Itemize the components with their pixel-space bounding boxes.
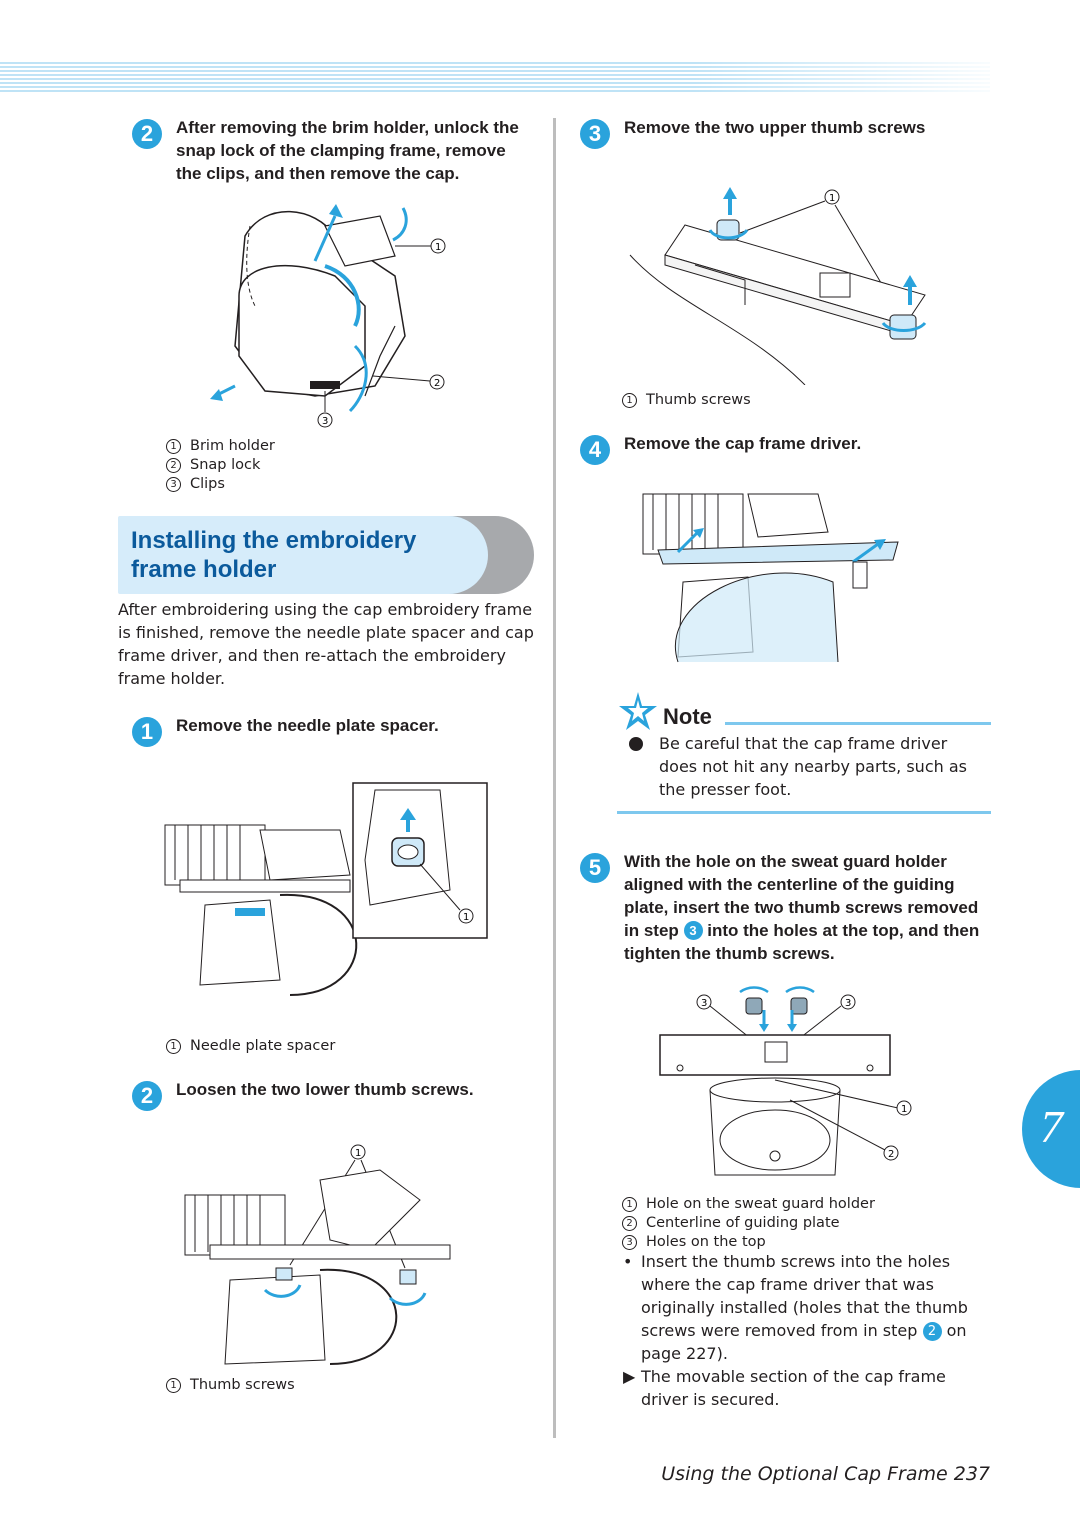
cap-frame-driver-illustration: [642, 493, 899, 663]
step-3: 3 Remove the two upper thumb screws: [580, 116, 990, 149]
step-text: Remove the two upper thumb screws: [624, 118, 926, 137]
note-title: Note: [663, 704, 712, 729]
svg-text:2: 2: [434, 378, 440, 389]
step-number-badge: 5: [580, 853, 610, 883]
svg-text:1: 1: [463, 912, 469, 923]
page-footer: Using the Optional Cap Frame 237: [661, 1463, 990, 1485]
footer-title: Using the Optional Cap Frame: [661, 1463, 948, 1485]
result-arrow-icon: ▶: [623, 1367, 636, 1386]
lower-thumb-screws-illustration: 1: [184, 1144, 451, 1365]
step-5: 5 With the hole on the sweat guard holde…: [580, 850, 990, 965]
note-sparkle-icon: [619, 692, 657, 730]
step-number-badge: 1: [132, 717, 162, 747]
needle-plate-spacer-illustration: 1: [164, 782, 488, 996]
step-number-badge: 2: [132, 1081, 162, 1111]
section-heading: Installing the embroidery frame holder: [118, 516, 534, 594]
column-divider: [553, 118, 556, 1438]
step-5-bullets: • Insert the thumb screws into the holes…: [623, 1250, 993, 1411]
section-title: Installing the embroidery frame holder: [131, 527, 417, 583]
step-reference-badge: 2: [922, 1322, 942, 1341]
step-text: With the hole on the sweat guard holder …: [624, 852, 980, 963]
svg-text:1: 1: [355, 1148, 361, 1159]
step-2: 2 Loosen the two lower thumb screws.: [132, 1078, 532, 1111]
note-box: Note Be careful that the cap frame drive…: [617, 690, 991, 816]
step-reference-badge: 3: [683, 921, 703, 940]
step-remove-cap: 2 After removing the brim holder, unlock…: [132, 116, 532, 185]
page-number: 237: [953, 1463, 990, 1485]
step-number-badge: 2: [132, 119, 162, 149]
step-number-badge: 4: [580, 435, 610, 465]
svg-text:2: 2: [888, 1149, 894, 1160]
sweat-guard-alignment-illustration: 3 3 1 2: [659, 986, 912, 1176]
result-item: ▶ The movable section of the cap frame d…: [623, 1367, 946, 1409]
upper-thumb-screws-illustration: 1: [629, 187, 927, 385]
step-text: After removing the brim holder, unlock t…: [176, 118, 519, 183]
note-bullet: Be careful that the cap frame driver doe…: [629, 732, 989, 801]
chapter-tab: 7: [1022, 1070, 1080, 1188]
svg-text:3: 3: [322, 416, 328, 427]
svg-text:1: 1: [901, 1104, 907, 1115]
step-text: Loosen the two lower thumb screws.: [176, 1080, 474, 1099]
svg-text:3: 3: [845, 998, 851, 1009]
bullet-item: • Insert the thumb screws into the holes…: [623, 1252, 968, 1363]
step-number-badge: 3: [580, 119, 610, 149]
step-1: 1 Remove the needle plate spacer.: [132, 714, 532, 747]
step-4: 4 Remove the cap frame driver.: [580, 432, 990, 465]
svg-text:3: 3: [701, 998, 707, 1009]
svg-text:1: 1: [829, 193, 835, 204]
svg-text:1: 1: [435, 242, 441, 253]
cap-removal-illustration: 1 2 3: [210, 204, 446, 428]
section-intro: After embroidering using the cap embroid…: [118, 600, 534, 688]
header-band: [0, 0, 990, 95]
step-text: Remove the needle plate spacer.: [176, 716, 439, 735]
step-text: Remove the cap frame driver.: [624, 434, 862, 453]
